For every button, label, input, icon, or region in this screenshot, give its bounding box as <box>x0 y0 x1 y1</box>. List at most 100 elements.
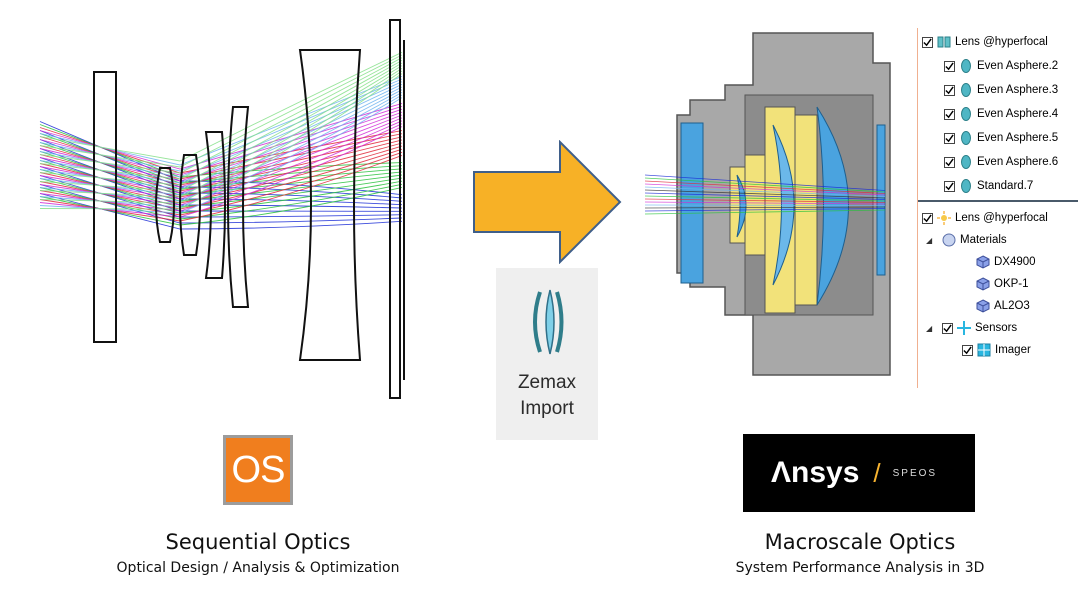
tree-group1-label: Lens @hyperfocal <box>955 36 1048 48</box>
cad-ray-line <box>645 180 886 194</box>
lens-element-6 <box>298 49 362 361</box>
cad-ray-line <box>645 177 886 193</box>
ray-path <box>39 145 403 204</box>
tree-sensor-label: Imager <box>995 344 1031 356</box>
tree-material-row[interactable]: OKP-1 <box>976 274 1029 294</box>
zemax-import-button[interactable]: Zemax Import <box>496 268 598 440</box>
ray-path <box>39 127 403 174</box>
checkbox[interactable] <box>922 36 933 48</box>
checkbox[interactable] <box>944 132 955 144</box>
ray-path <box>39 94 403 208</box>
ray-path <box>39 151 403 216</box>
expand-triangle-icon[interactable]: ◢ <box>926 235 933 245</box>
checkbox[interactable] <box>942 322 953 334</box>
lens-element-5 <box>227 106 250 308</box>
tree-sensors-row[interactable]: ◢ Sensors <box>926 318 1017 338</box>
sensor-grid-icon <box>977 343 991 357</box>
tree-surface-row[interactable]: Even Asphere.3 <box>944 80 1058 100</box>
sun-icon <box>937 211 951 225</box>
ray-path <box>39 169 403 208</box>
lens-element-2 <box>155 167 175 243</box>
ray-path <box>39 126 403 218</box>
lens-surface-icon <box>961 131 971 145</box>
zemax-lens-icon <box>533 289 564 355</box>
tree-sensors-label: Sensors <box>975 322 1018 334</box>
ray-path <box>39 142 403 190</box>
cad-ray-line <box>645 208 886 212</box>
checkbox[interactable] <box>944 156 955 168</box>
checkbox[interactable] <box>962 344 973 356</box>
lens-rear <box>816 106 849 306</box>
ray-path <box>39 184 403 224</box>
cad-ray-line <box>645 189 886 199</box>
lens-surface-icon <box>961 107 971 121</box>
checkbox[interactable] <box>944 84 955 96</box>
tree-sensor-row[interactable]: Imager <box>962 340 1031 360</box>
checkbox[interactable] <box>944 108 955 120</box>
tree-materials-row[interactable]: ◢ Materials <box>926 230 1007 250</box>
cad-ray-line <box>645 201 886 205</box>
ray-path <box>39 124 403 178</box>
ray-path <box>39 133 403 180</box>
tree-material-row[interactable]: AL2O3 <box>976 296 1030 316</box>
checkbox[interactable] <box>944 60 955 72</box>
ray-path <box>39 89 403 196</box>
tree-group2-row[interactable]: Lens @hyperfocal <box>922 208 1048 228</box>
os-logo-text: OS <box>231 448 286 491</box>
ray-path <box>39 70 403 204</box>
cad-ray-line <box>645 204 886 206</box>
tree-surface-label: Even Asphere.4 <box>977 108 1059 120</box>
ray-path <box>39 105 403 176</box>
ray-path <box>39 111 403 188</box>
lens-surface-icon <box>961 83 971 97</box>
ray-path <box>39 83 403 184</box>
material-cube-icon <box>976 255 990 269</box>
checkbox[interactable] <box>922 212 933 224</box>
tree-separator <box>918 200 1078 202</box>
tree-surface-label: Even Asphere.5 <box>977 132 1059 144</box>
ray-path <box>39 108 403 182</box>
tree-surface-row[interactable]: Standard.7 <box>944 176 1033 196</box>
ray-path <box>39 57 403 174</box>
ray-path <box>39 67 403 198</box>
lens-elements <box>93 19 405 399</box>
ray-path <box>39 114 403 194</box>
tree-surface-row[interactable]: Even Asphere.6 <box>944 152 1058 172</box>
material-cube-icon <box>976 299 990 313</box>
tree-surface-label: Even Asphere.3 <box>977 84 1059 96</box>
expand-triangle-icon[interactable]: ◢ <box>926 323 933 333</box>
cad-rays <box>645 174 886 215</box>
ray-path <box>39 175 403 218</box>
cad-ray-line <box>645 174 886 191</box>
ray-path <box>39 121 403 196</box>
ray-path <box>39 157 403 209</box>
ray-path <box>39 155 403 222</box>
tree-surface-label: Even Asphere.2 <box>977 60 1059 72</box>
ray-path <box>39 120 403 206</box>
tree-material-label: AL2O3 <box>994 300 1030 312</box>
tree-material-row[interactable]: DX4900 <box>976 252 1036 272</box>
tree-surface-label: Standard.7 <box>977 180 1034 192</box>
tree-surface-row[interactable]: Even Asphere.2 <box>944 56 1058 76</box>
right-caption-title: Macroscale Optics <box>764 530 956 554</box>
ray-path <box>39 54 403 168</box>
checkbox[interactable] <box>944 180 955 192</box>
ray-path <box>39 103 403 170</box>
ray-path <box>39 139 403 192</box>
tree-surface-row[interactable]: Even Asphere.4 <box>944 104 1058 124</box>
tree-group2-label: Lens @hyperfocal <box>955 212 1048 224</box>
tree-surface-label: Even Asphere.6 <box>977 156 1059 168</box>
tree-surface-row[interactable]: Even Asphere.5 <box>944 128 1058 148</box>
zemax-label-line1: Zemax <box>517 372 577 393</box>
ray-path <box>39 148 403 206</box>
ray-path <box>39 136 403 186</box>
ray-path <box>39 86 403 190</box>
ray-path <box>39 148 403 210</box>
tree-group1-row[interactable]: Lens @hyperfocal <box>922 32 1048 52</box>
sensor-plate <box>389 19 401 399</box>
ray-path <box>39 160 403 202</box>
left-caption-subtitle: Optical Design / Analysis & Optimization <box>116 560 400 576</box>
ray-path <box>39 73 403 210</box>
zemax-label-line2: Import <box>520 398 574 419</box>
